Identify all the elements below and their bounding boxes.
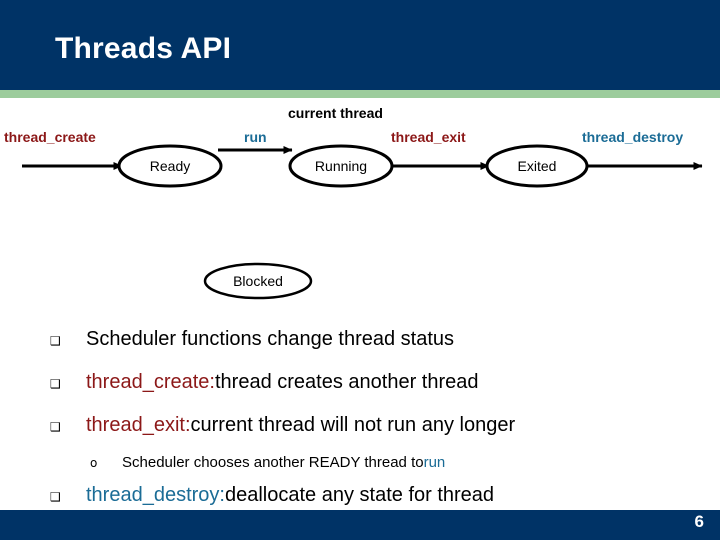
edge-label-current-thread: current thread [288, 105, 383, 121]
edge-label-thread-destroy: thread_destroy [582, 129, 684, 145]
square-bullet-icon: ❑ [50, 420, 61, 434]
list-item-text: deallocate any state for thread [224, 484, 495, 506]
page-title: Threads API [55, 32, 232, 65]
sub-list-item-keyword: run [423, 454, 446, 471]
node-label-exited: Exited [517, 158, 557, 174]
edge-label-thread-create: thread_create [4, 129, 96, 145]
list-item-keyword: thread_destroy: [86, 484, 225, 506]
square-bullet-icon: ❑ [50, 334, 61, 348]
slide-footer-bar [0, 510, 720, 540]
slide-header-bar [0, 0, 720, 90]
list-item: ❑ thread_exit: current thread will not r… [50, 414, 515, 437]
list-item-keyword: thread_exit: [86, 414, 191, 436]
sub-list-item: o Scheduler chooses another READY thread… [90, 454, 445, 471]
edge-label-thread-exit: thread_exit [391, 129, 466, 145]
edge-label-run: run [244, 129, 267, 145]
header-divider [0, 90, 720, 98]
circle-bullet-icon: o [90, 456, 98, 470]
state-diagram-graphics [22, 144, 703, 300]
list-item-text: thread creates another thread [214, 371, 479, 393]
list-item-keyword: thread_create: [86, 371, 215, 393]
node-label-running: Running [314, 158, 368, 174]
node-ready-shape [117, 144, 223, 188]
node-label-blocked: Blocked [233, 273, 283, 289]
square-bullet-icon: ❑ [50, 377, 61, 391]
list-item: ❑ Scheduler functions change thread stat… [50, 328, 454, 351]
list-item: ❑ thread_destroy: deallocate any state f… [50, 484, 494, 507]
list-item-text: current thread will not run any longer [190, 414, 516, 436]
bullet-list: ❑ Scheduler functions change thread stat… [0, 318, 720, 510]
thread-state-diagram: current thread thread_create run thread_… [0, 98, 720, 313]
page-number: 6 [694, 512, 704, 531]
node-blocked-shape [203, 262, 313, 300]
sub-list-item-text: Scheduler chooses another READY thread t… [122, 454, 424, 471]
node-label-ready: Ready [149, 158, 191, 174]
square-bullet-icon: ❑ [50, 490, 61, 504]
list-item: ❑ thread_create: thread creates another … [50, 371, 479, 394]
list-item-text: Scheduler functions change thread status [86, 328, 455, 350]
